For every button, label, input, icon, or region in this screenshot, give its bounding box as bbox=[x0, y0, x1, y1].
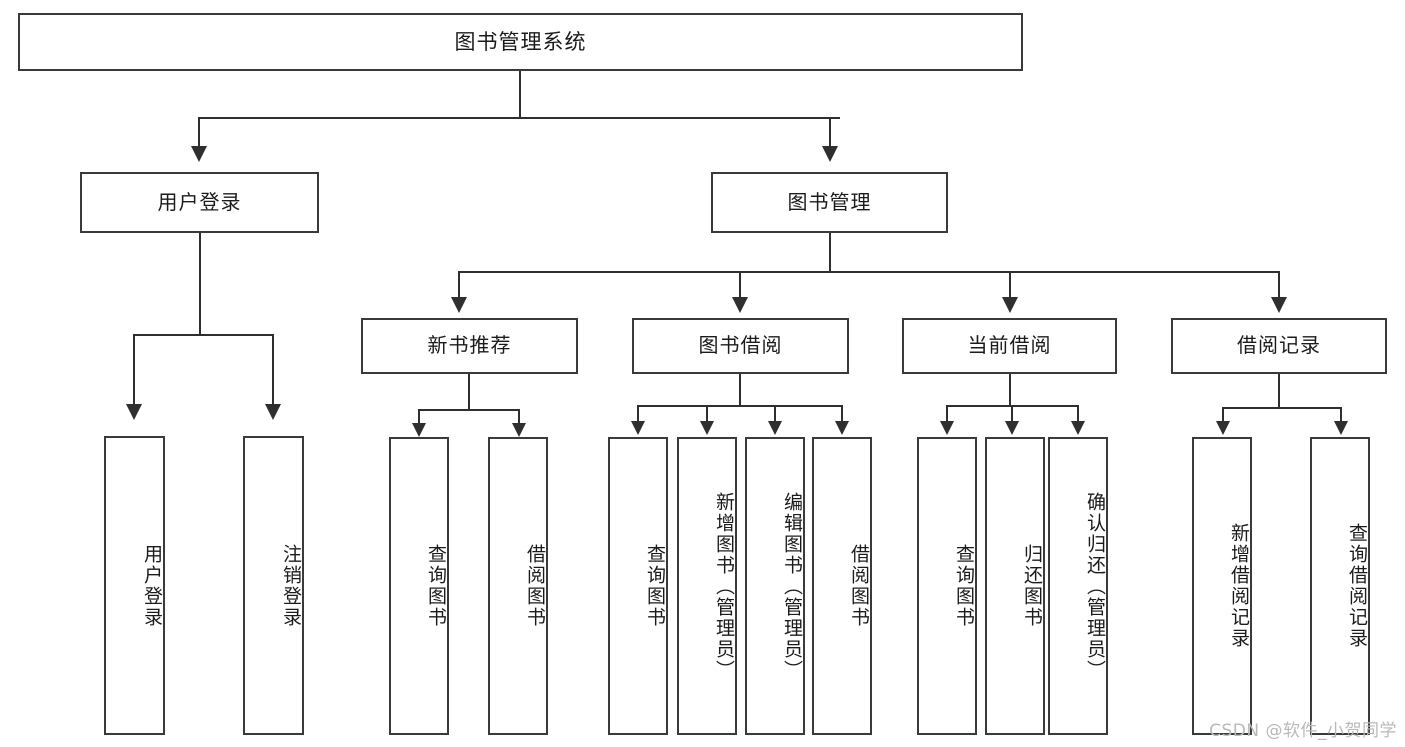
edge-book-borrow-to-leaf-1 bbox=[637, 405, 639, 423]
node-user-login[interactable]: 用户登录 bbox=[80, 172, 319, 233]
node-leaf-return-book[interactable]: 归还图书 bbox=[985, 437, 1045, 735]
arrowhead-book-manage bbox=[822, 146, 838, 162]
node-leaf-query-book-current[interactable]: 查询图书 bbox=[917, 437, 977, 735]
node-leaf-logout[interactable]: 注销登录 bbox=[243, 436, 304, 735]
edge-user-login-to-leaf-1 bbox=[133, 334, 135, 406]
edge-book-borrow-to-leaf-2 bbox=[706, 405, 708, 423]
edge-book-manage-to-borrow-record bbox=[1278, 271, 1280, 299]
arrowhead-borrow-record-leaf-2 bbox=[1334, 421, 1348, 435]
edge-borrow-record-split-bar bbox=[1222, 407, 1341, 409]
edge-book-borrow-to-leaf-4 bbox=[841, 405, 843, 423]
edge-book-manage-to-current-borrow bbox=[1009, 271, 1011, 299]
edge-book-manage-stem bbox=[829, 233, 831, 272]
arrowhead-new-book-leaf-1 bbox=[412, 423, 426, 437]
edge-new-book-to-leaf-1 bbox=[418, 409, 420, 425]
edge-user-login-split-bar bbox=[133, 334, 273, 336]
node-leaf-add-book-admin[interactable]: 新增图书（管理员） bbox=[677, 437, 737, 735]
node-current-borrow[interactable]: 当前借阅 bbox=[902, 318, 1117, 374]
edge-borrow-record-stem bbox=[1278, 374, 1280, 408]
arrowhead-new-book-leaf-2 bbox=[512, 423, 526, 437]
edge-book-manage-to-new-book bbox=[458, 271, 460, 299]
node-root-system[interactable]: 图书管理系统 bbox=[18, 13, 1023, 71]
arrowhead-user-login-leaf-2 bbox=[265, 404, 281, 420]
node-leaf-edit-book-admin[interactable]: 编辑图书（管理员） bbox=[745, 437, 805, 735]
edge-new-book-split-bar bbox=[418, 409, 519, 411]
edge-book-borrow-split-bar bbox=[637, 405, 842, 407]
node-book-manage[interactable]: 图书管理 bbox=[711, 172, 948, 233]
edge-root-stem bbox=[519, 71, 521, 118]
edge-book-manage-split-bar bbox=[458, 271, 1280, 273]
node-leaf-query-borrow-record[interactable]: 查询借阅记录 bbox=[1310, 437, 1370, 735]
edge-book-borrow-stem bbox=[739, 374, 741, 406]
edge-borrow-record-to-leaf-1 bbox=[1222, 407, 1224, 423]
edge-root-to-user-login bbox=[198, 117, 200, 149]
edge-root-to-book-manage bbox=[829, 117, 831, 149]
edge-book-borrow-to-leaf-3 bbox=[774, 405, 776, 423]
arrowhead-current-borrow-leaf-3 bbox=[1071, 421, 1085, 435]
edge-current-borrow-to-leaf-2 bbox=[1011, 405, 1013, 423]
arrowhead-book-borrow-leaf-2 bbox=[700, 421, 714, 435]
arrowhead-book-borrow-leaf-3 bbox=[768, 421, 782, 435]
arrowhead-new-book-recommend bbox=[451, 297, 467, 313]
node-leaf-query-book-recommend[interactable]: 查询图书 bbox=[389, 437, 449, 735]
edge-borrow-record-to-leaf-2 bbox=[1340, 407, 1342, 423]
edge-book-manage-to-book-borrow bbox=[739, 271, 741, 299]
arrowhead-borrow-record-leaf-1 bbox=[1216, 421, 1230, 435]
arrowhead-borrow-record bbox=[1271, 297, 1287, 313]
node-book-borrow[interactable]: 图书借阅 bbox=[632, 318, 849, 374]
arrowhead-user-login-leaf-1 bbox=[126, 404, 142, 420]
arrowhead-current-borrow-leaf-2 bbox=[1005, 421, 1019, 435]
edge-user-login-to-leaf-2 bbox=[272, 334, 274, 406]
node-new-book-recommend[interactable]: 新书推荐 bbox=[361, 318, 578, 374]
arrowhead-user-login bbox=[191, 146, 207, 162]
edge-new-book-stem bbox=[468, 374, 470, 410]
node-leaf-borrow-book[interactable]: 借阅图书 bbox=[812, 437, 872, 735]
edge-current-borrow-to-leaf-1 bbox=[946, 405, 948, 423]
arrowhead-book-borrow-leaf-4 bbox=[835, 421, 849, 435]
node-leaf-add-borrow-record[interactable]: 新增借阅记录 bbox=[1192, 437, 1252, 735]
node-leaf-confirm-return-admin[interactable]: 确认归还（管理员） bbox=[1048, 437, 1108, 735]
arrowhead-book-borrow-leaf-1 bbox=[631, 421, 645, 435]
edge-root-split-bar bbox=[198, 117, 840, 119]
arrowhead-current-borrow bbox=[1002, 297, 1018, 313]
edge-current-borrow-stem bbox=[1009, 374, 1011, 406]
node-borrow-record[interactable]: 借阅记录 bbox=[1171, 318, 1387, 374]
node-leaf-query-book-borrow[interactable]: 查询图书 bbox=[608, 437, 668, 735]
arrowhead-current-borrow-leaf-1 bbox=[940, 421, 954, 435]
node-leaf-user-login[interactable]: 用户登录 bbox=[104, 436, 165, 735]
edge-user-login-stem bbox=[199, 233, 201, 335]
node-leaf-borrow-book-recommend[interactable]: 借阅图书 bbox=[488, 437, 548, 735]
edge-current-borrow-to-leaf-3 bbox=[1077, 405, 1079, 423]
edge-new-book-to-leaf-2 bbox=[518, 409, 520, 425]
arrowhead-book-borrow bbox=[732, 297, 748, 313]
